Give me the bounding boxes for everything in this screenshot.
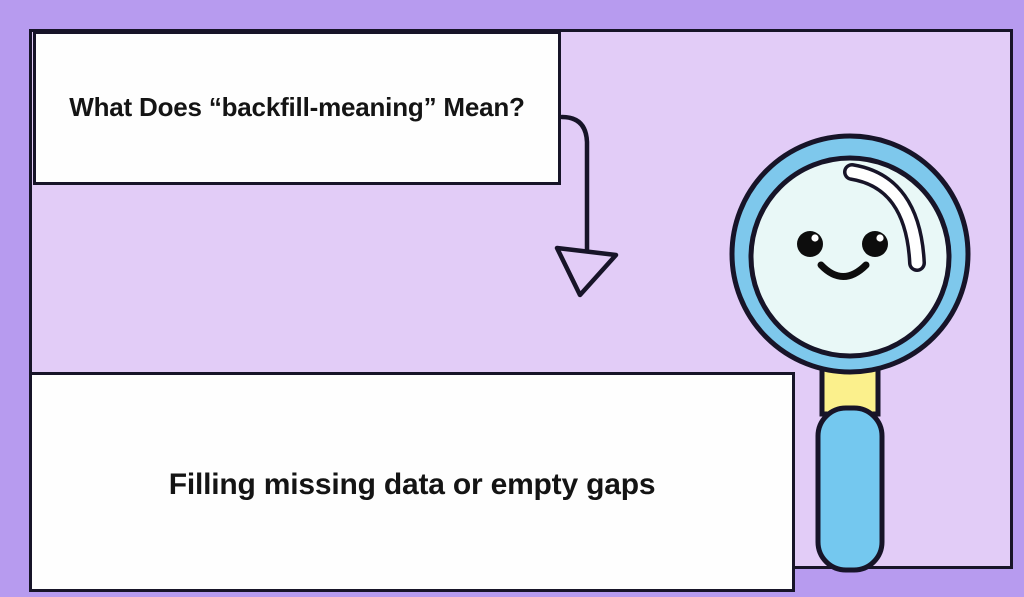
question-text: What Does “backfill-meaning” Mean? [69,92,525,123]
left-eye-highlight-icon [811,234,819,242]
arrow-head-icon [554,245,619,298]
right-eye-highlight-icon [876,234,884,242]
answer-box: Filling missing data or empty gaps [29,372,795,592]
arrow-shaft [559,114,590,253]
question-box: What Does “backfill-meaning” Mean? [33,31,561,185]
smile-icon [817,261,870,280]
flow-arrow [554,114,619,298]
lens-shine-inner-icon [846,166,923,269]
right-eye-icon [862,231,888,257]
magnifying-glass-illustration [729,133,971,573]
left-eye-icon [797,231,823,257]
answer-text: Filling missing data or empty gaps [168,467,656,501]
magnifier-handle [815,405,885,573]
